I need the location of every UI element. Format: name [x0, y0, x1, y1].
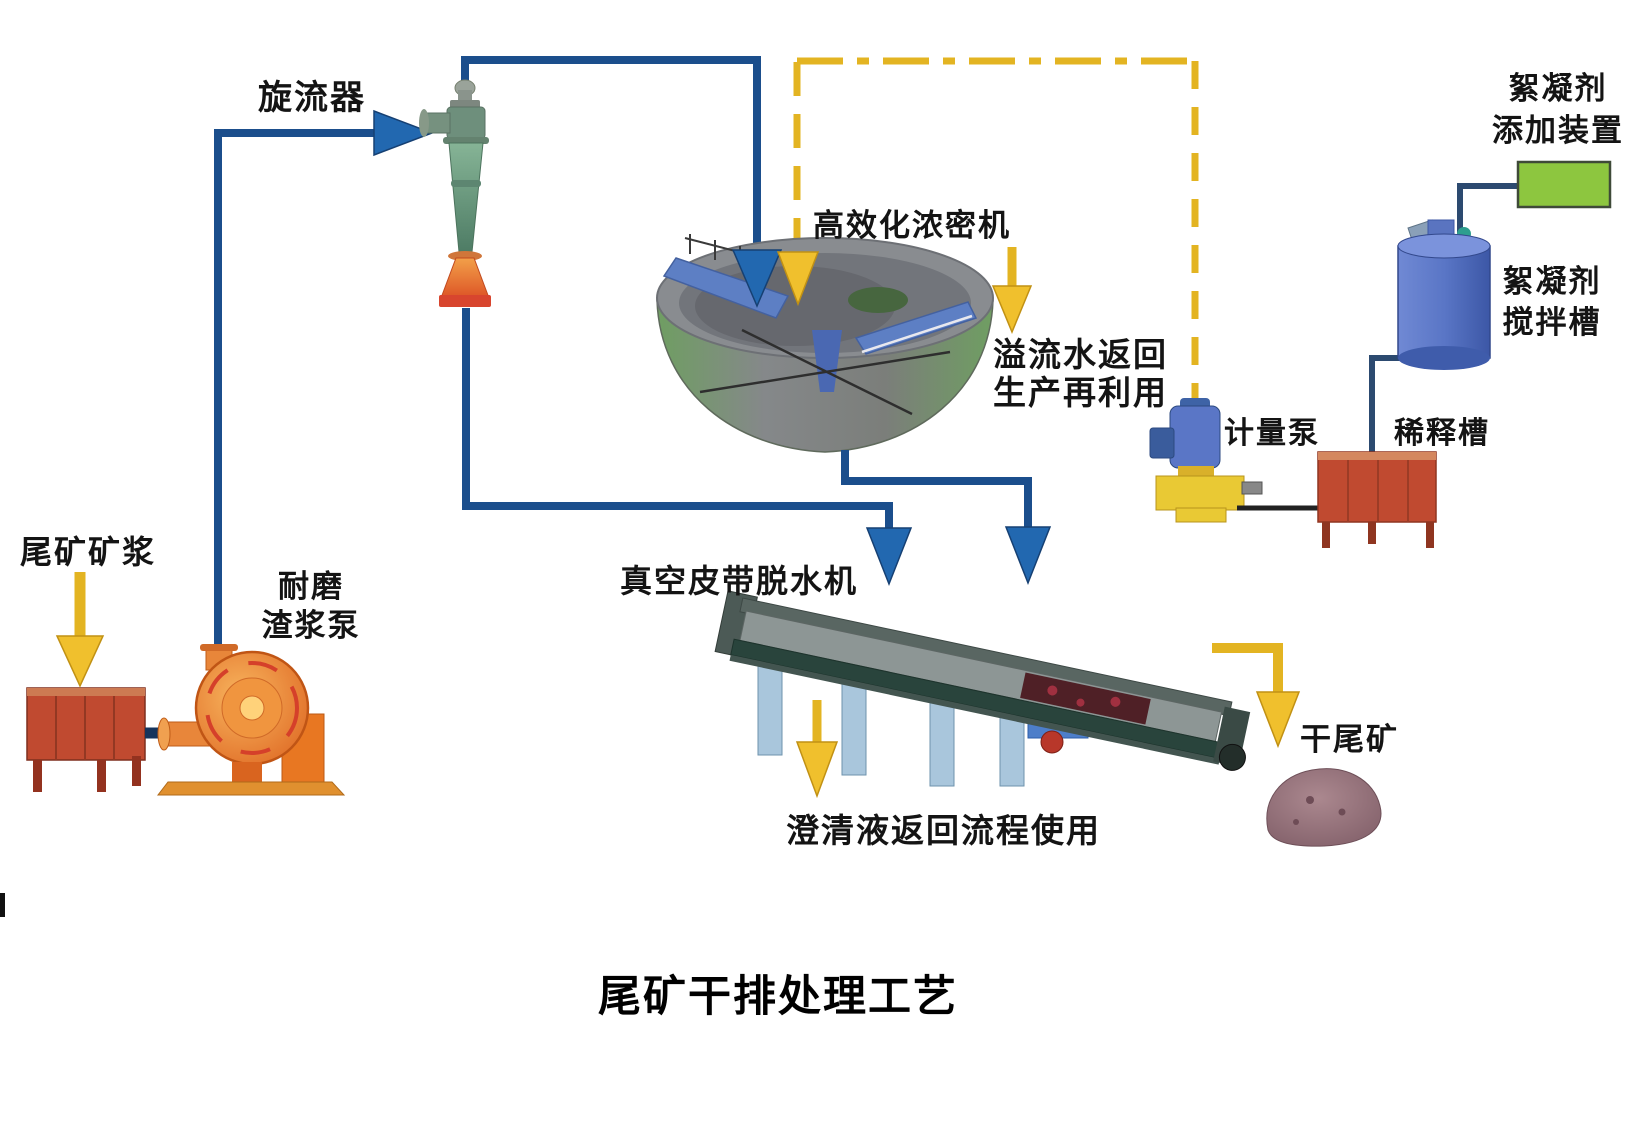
belt-filter-label: 真空皮带脱水机 [620, 562, 859, 600]
cyclone-underflow-arrowhead [865, 527, 913, 587]
slurry-pump-line1: 耐磨 [278, 569, 344, 605]
thickener-railing [684, 234, 771, 266]
flocculant-supply-pipe [1369, 183, 1522, 454]
thickener-walkway [854, 301, 978, 355]
thickener [656, 234, 994, 453]
flocculant-adding-device [1516, 160, 1612, 209]
flocculant-dosing-line [793, 57, 1199, 400]
clarified-return-label: 澄清液返回流程使用 [786, 811, 1101, 850]
metering-pump [1149, 398, 1263, 523]
edge-mark [0, 893, 5, 917]
tailings-feed-arrow [55, 572, 105, 688]
cyclone-underflow-pipe [462, 308, 913, 587]
thickener-rake-arms [699, 328, 951, 416]
belt-drive-wheel [1040, 730, 1064, 754]
overflow-return-line2: 生产再利用 [993, 373, 1168, 412]
flocculant-mixing-tank [1397, 219, 1491, 370]
dilution-tank-label: 稀释槽 [1394, 416, 1490, 451]
cyclone-label: 旋流器 [258, 78, 366, 118]
cyclone-overflow-pipe [461, 56, 761, 250]
tailings-feed-tank [26, 687, 146, 792]
overflow-return-arrow [991, 247, 1033, 334]
flocculant-tank-line1: 絮凝剂 [1502, 264, 1602, 300]
overflow-return-line1: 溢流水返回 [993, 335, 1168, 374]
flocculant-device-line1: 絮凝剂 [1508, 71, 1608, 107]
dry-tailings-label: 干尾矿 [1300, 722, 1399, 758]
cyclone [419, 79, 491, 307]
thickener-feed-arrowhead [731, 249, 783, 308]
metering-pump-label: 计量泵 [1224, 416, 1320, 451]
thickener-underflow-pipe [841, 450, 1052, 586]
flocculant-tank-label: 絮凝剂 搅拌槽 [1494, 262, 1610, 344]
slurry-pump-label: 耐磨 渣浆泵 [250, 568, 372, 646]
belt-leg [929, 691, 955, 787]
dilution-tank [1317, 451, 1437, 548]
thickener-label: 高效化浓密机 [813, 208, 1011, 244]
thickener-underflow-arrowhead [1004, 526, 1052, 586]
dry-tailings-pile [1266, 768, 1382, 847]
slurry-pump-line2: 渣浆泵 [261, 608, 361, 644]
thickener-drive-unit [848, 287, 908, 313]
feed-arrowhead [373, 109, 435, 157]
diagram-title: 尾矿干排处理工艺 [598, 972, 958, 1022]
overflow-return-label: 溢流水返回 生产再利用 [993, 336, 1168, 412]
slurry-pump [156, 644, 346, 796]
flocculant-device-line2: 添加装置 [1492, 113, 1624, 149]
belt-leg [841, 671, 867, 776]
slurry-feed-pipe [214, 109, 435, 652]
tailings-slurry-label: 尾矿矿浆 [20, 533, 157, 571]
flocculant-tank-line2: 搅拌槽 [1502, 305, 1602, 341]
clarified-liquid-arrow [795, 700, 839, 799]
flocculant-feed-arrowhead [776, 251, 820, 307]
flocculant-device-label: 絮凝剂 添加装置 [1482, 68, 1634, 152]
vacuum-belt-filter [714, 590, 1251, 787]
dry-tailings-arrow [1212, 643, 1301, 749]
